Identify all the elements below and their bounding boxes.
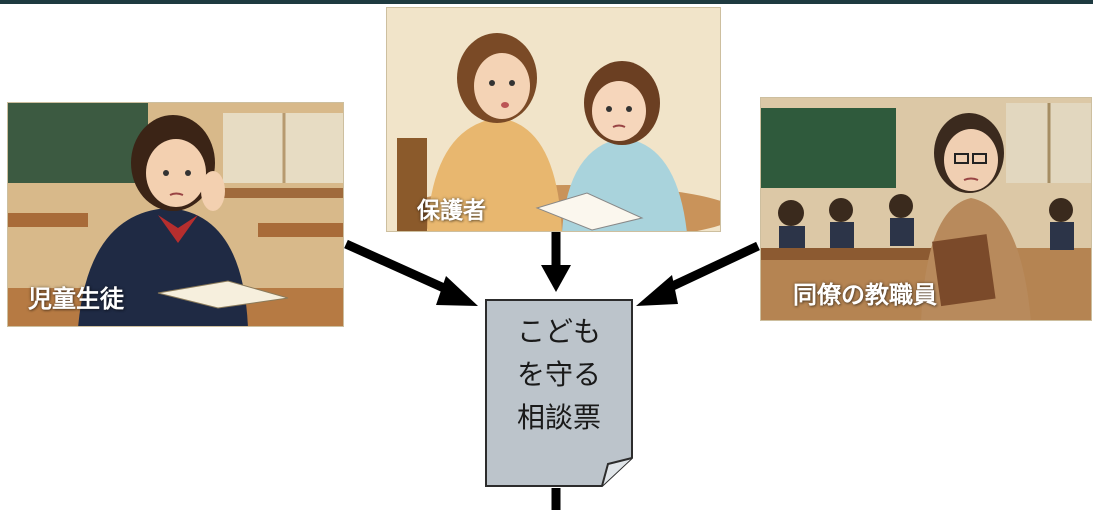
colleague-panel: 同僚の教職員 [760, 97, 1092, 321]
arrow-from-student [344, 239, 457, 298]
parent-illustration [387, 8, 720, 231]
arrow-from-parent-head [541, 265, 571, 292]
top-bar [0, 0, 1093, 4]
consultation-form-title: こども を守る 相談票 [484, 310, 634, 439]
arrow-from-student-head [436, 276, 478, 306]
form-line-3: 相談票 [516, 401, 601, 434]
parent-panel: 保護者 [386, 7, 721, 232]
arrow-from-colleague [660, 241, 760, 296]
student-panel: 児童生徒 [7, 102, 344, 327]
colleague-label: 同僚の教職員 [793, 281, 937, 309]
form-line-1: こども [516, 315, 601, 348]
student-illustration [8, 103, 343, 326]
parent-label: 保護者 [417, 198, 486, 224]
student-label: 児童生徒 [28, 285, 124, 313]
colleague-illustration [761, 98, 1091, 320]
form-line-2: を守る [516, 358, 601, 391]
consultation-form-shape [485, 299, 633, 487]
arrow-from-colleague-head [636, 275, 678, 306]
